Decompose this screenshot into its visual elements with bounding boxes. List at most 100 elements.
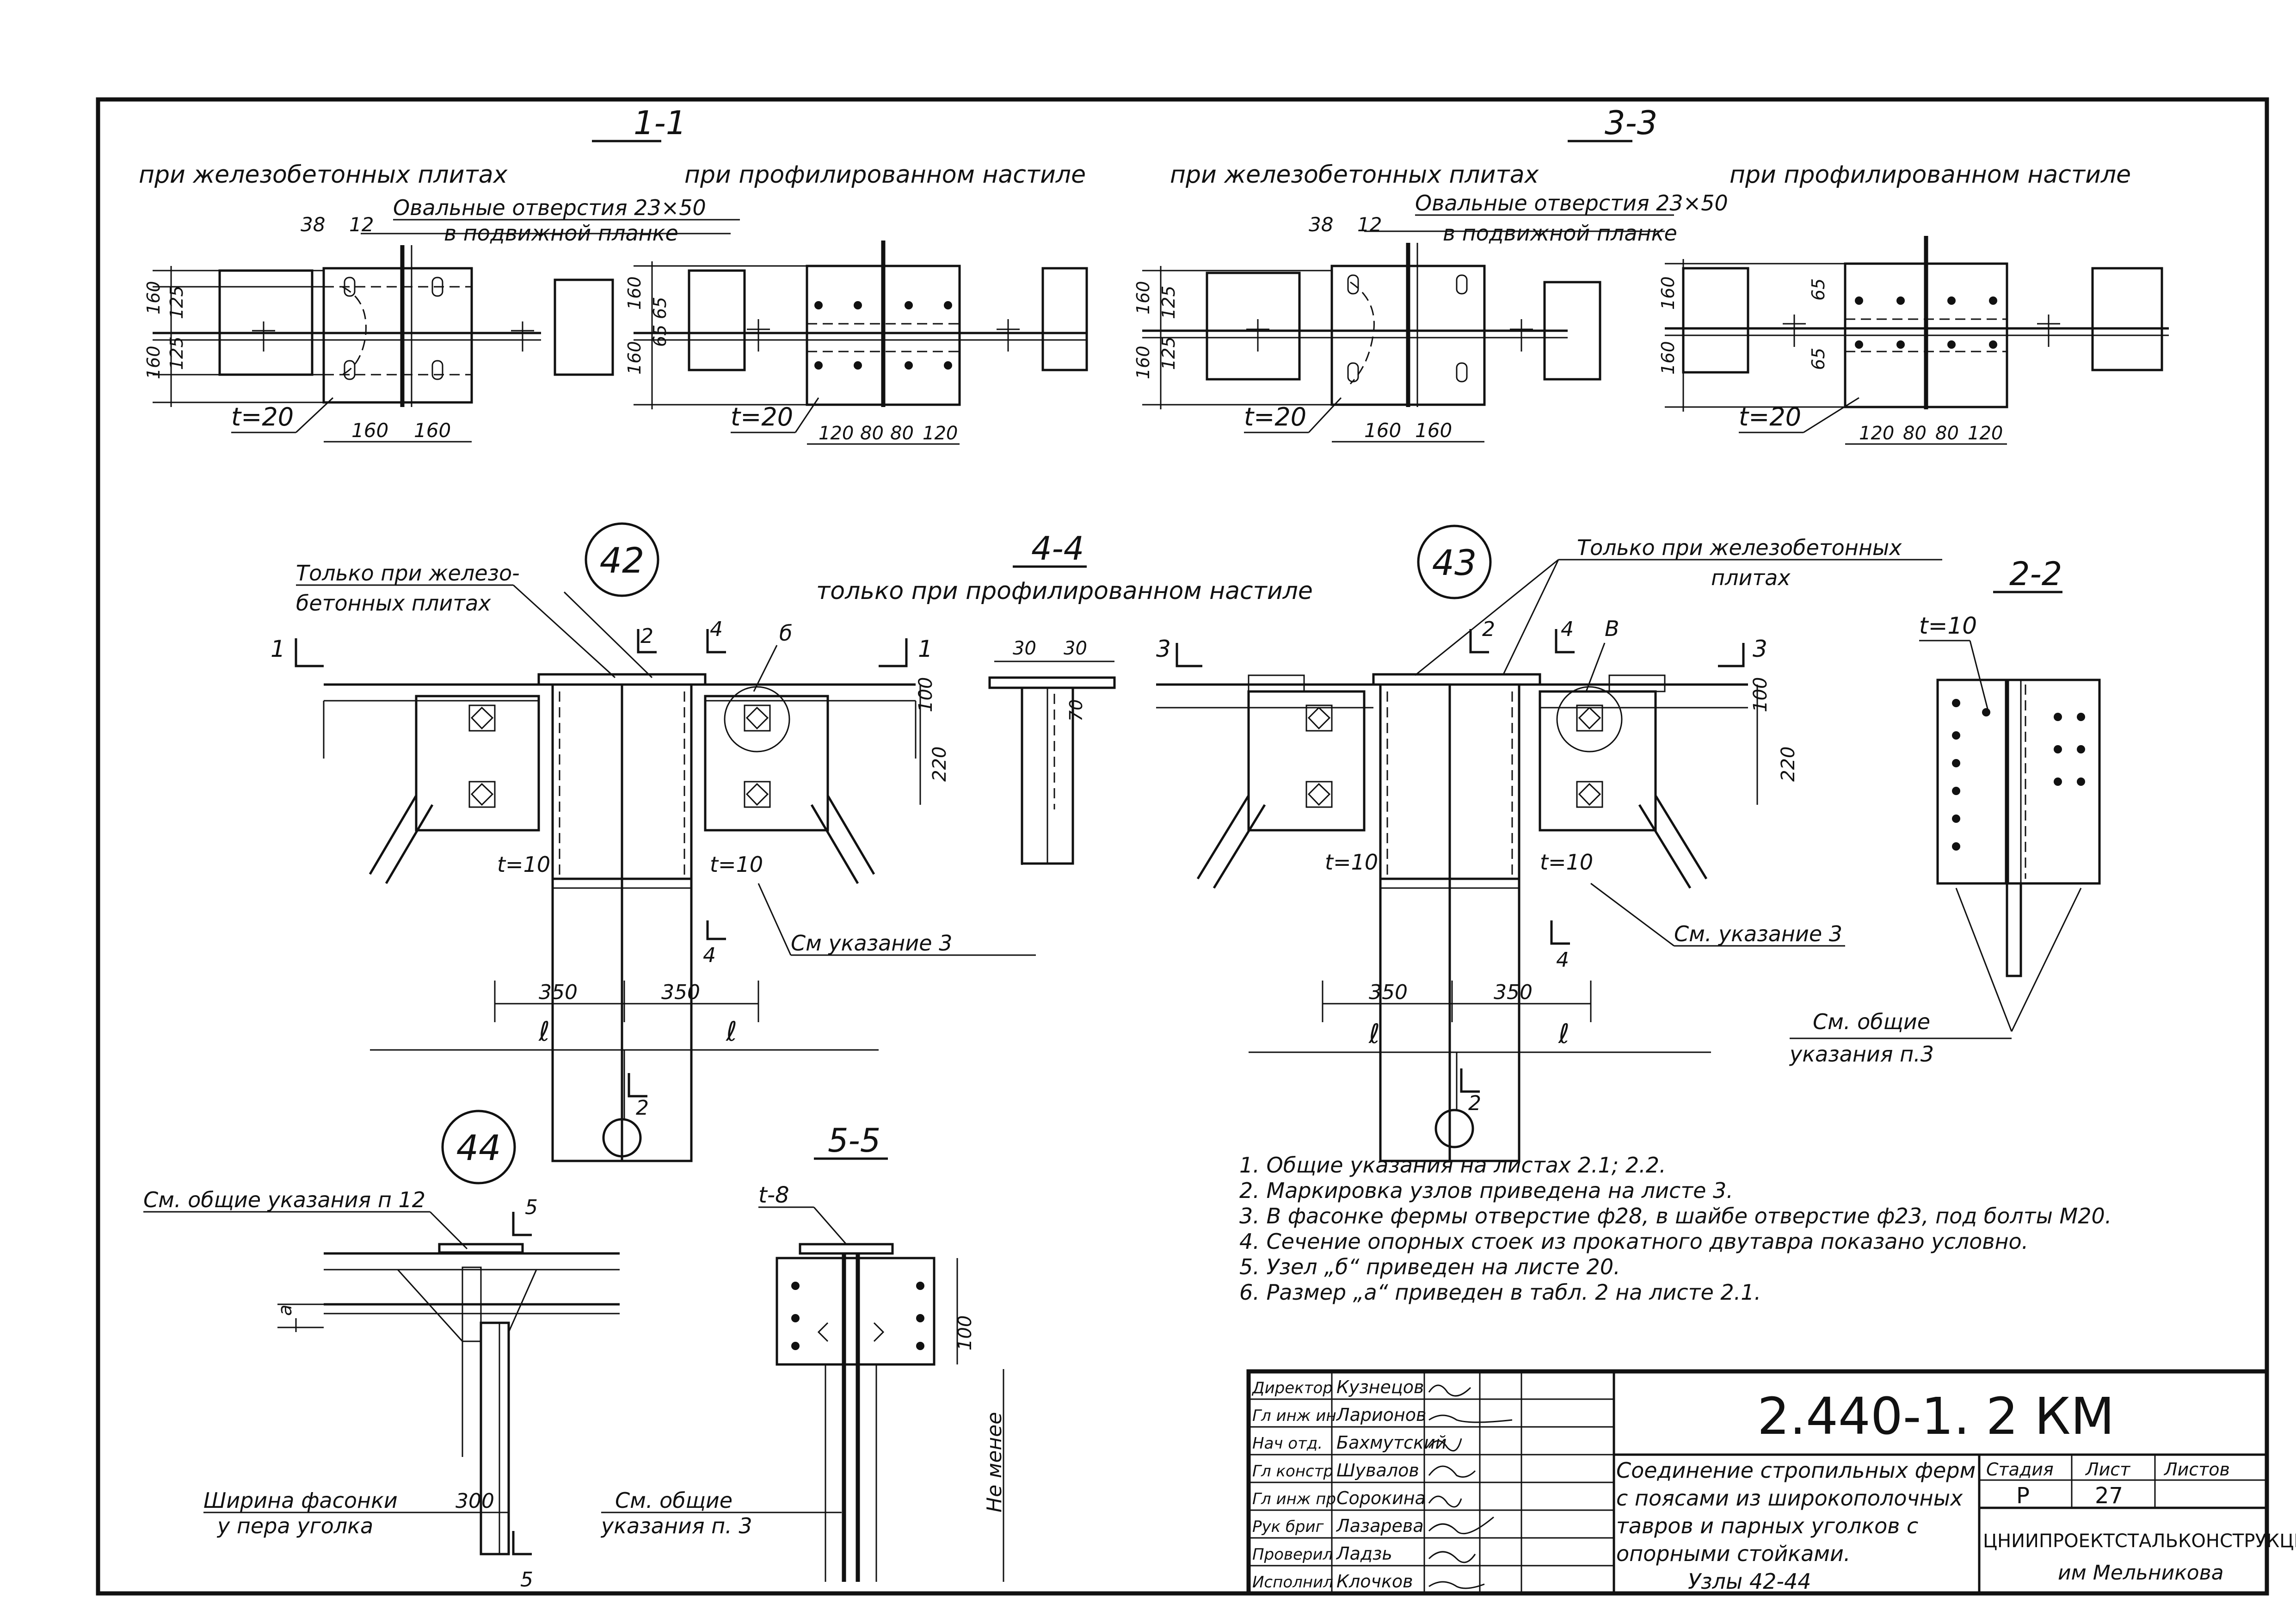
not-less-than: Не менее xyxy=(983,1412,1006,1512)
title-line-4: опорными стойками. xyxy=(1616,1541,1851,1566)
dim-220: 220 xyxy=(929,747,950,782)
node-number: 43 xyxy=(1432,542,1477,583)
dim-12: 12 xyxy=(1357,213,1382,236)
axis-2: 2 xyxy=(1468,1092,1481,1115)
title-line-1: Соединение стропильных ферм xyxy=(1616,1458,1976,1483)
role-2: Гл инж ин xyxy=(1252,1407,1336,1425)
dim-65-a: 65 xyxy=(1808,278,1828,301)
ref-note-line1: См. общие xyxy=(615,1488,733,1513)
dim-160-bottom: 160 xyxy=(1133,346,1153,379)
dim-100: 100 xyxy=(915,677,936,712)
organization-subtitle: им Мельникова xyxy=(2058,1561,2224,1585)
label-line1: Только при железо- xyxy=(296,561,520,586)
note-1: 1. Общие указания на листах 2.1; 2.2. xyxy=(1239,1153,1666,1178)
label-profiled-deck: при профилированном настиле xyxy=(684,161,1086,189)
dim-350-left: 350 xyxy=(1369,981,1408,1004)
title-line-5: Узлы 42-44 xyxy=(1688,1569,1811,1594)
ref-note-line1: См. общие xyxy=(1813,1009,1930,1034)
title-block: Директор Кузнецов Гл инж ин Ларионов Нач… xyxy=(1246,1369,2296,1596)
gusset-t-left: t=10 xyxy=(497,852,550,877)
node-44: 44 См. общие указания п 12 5 а Ширина фа… xyxy=(143,1110,620,1592)
stage-value: Р xyxy=(2016,1483,2030,1509)
span-l-right: ℓ xyxy=(1558,1018,1570,1049)
name-6: Лазарева xyxy=(1336,1516,1424,1536)
ref-note-line2: указания п. 3 xyxy=(600,1513,752,1538)
sheet-value: 27 xyxy=(2095,1483,2123,1509)
node-v-mark: В xyxy=(1605,616,1619,641)
cut-4-bottom: 4 xyxy=(703,944,716,967)
name-7: Ладзь xyxy=(1336,1543,1392,1564)
cut-3-right: 3 xyxy=(1753,636,1767,662)
cut-4: 4 xyxy=(1561,617,1574,641)
dim-350-right: 350 xyxy=(1494,981,1533,1004)
sheets-label: Листов xyxy=(2163,1459,2230,1480)
dim-125-top: 125 xyxy=(1158,285,1179,319)
gusset-t-right: t=10 xyxy=(1540,850,1593,875)
label-line2: бетонных плитах xyxy=(296,591,491,616)
plate-thickness-p: t=20 xyxy=(731,402,793,432)
axis-2: 2 xyxy=(636,1096,649,1120)
note-6: 6. Размер „а“ приведен в табл. 2 на лист… xyxy=(1239,1280,1761,1305)
role-7: Проверил xyxy=(1252,1545,1333,1564)
dim-a: а xyxy=(275,1304,296,1316)
dim-38: 38 xyxy=(1309,213,1333,236)
dim-160-p-bottom: 160 xyxy=(624,341,645,375)
span-l-left: ℓ xyxy=(538,1016,550,1047)
plate-thickness: t-8 xyxy=(758,1182,789,1208)
dim-125-top: 125 xyxy=(166,285,187,319)
gusset-t-right: t=10 xyxy=(710,852,763,877)
cut-2: 2 xyxy=(1482,617,1495,641)
sheet-frame xyxy=(96,97,2269,1596)
dim-120-a: 120 xyxy=(819,423,854,444)
name-3: Бахмутский xyxy=(1336,1432,1447,1453)
dim-300: 300 xyxy=(456,1489,494,1513)
role-6: Рук бриг xyxy=(1252,1518,1324,1536)
role-8: Исполнил xyxy=(1252,1573,1333,1592)
dim-80-a: 80 xyxy=(1903,423,1927,444)
node-42: 42 Только при железо- бетонных плитах 1 … xyxy=(271,522,1036,1162)
section-4-4: 4-4 только при профилированном настиле 3… xyxy=(816,530,1313,865)
dim-30-b: 30 xyxy=(1064,638,1087,659)
note-oval-holes: Овальные отверстия 23×50 xyxy=(393,195,706,220)
cut-1: 1 xyxy=(271,636,285,662)
dim-65-b: 65 xyxy=(1808,348,1828,370)
name-5: Сорокина xyxy=(1336,1488,1426,1508)
dim-80-b: 80 xyxy=(1935,423,1959,444)
dim-160-left: 160 xyxy=(1364,419,1401,442)
section-1-1: 1-1 при железобетонных плитах при профил… xyxy=(139,104,1088,445)
section-title: 5-5 xyxy=(828,1122,880,1160)
node-b-mark: б xyxy=(779,621,792,646)
signatures xyxy=(1428,1384,1513,1589)
plate-thickness: t=10 xyxy=(1919,612,1977,639)
sheet-label: Лист xyxy=(2085,1459,2131,1480)
cut-3: 3 xyxy=(1156,636,1171,662)
ref-note: См. общие указания п 12 xyxy=(143,1187,425,1212)
dim-125-bottom: 125 xyxy=(1158,336,1179,370)
dim-160-top: 160 xyxy=(1133,281,1153,315)
cut-5: 5 xyxy=(525,1196,538,1219)
dim-120-b: 120 xyxy=(923,423,958,444)
note-5: 5. Узел „б“ приведен на листе 20. xyxy=(1239,1254,1620,1279)
width-label-1: Ширина фасонки xyxy=(203,1488,398,1513)
section-subtitle: только при профилированном настиле xyxy=(816,577,1313,605)
role-5: Гл инж пр xyxy=(1252,1490,1336,1508)
dim-80-a: 80 xyxy=(860,423,884,444)
label-profiled-deck: при профилированном настиле xyxy=(1730,161,2131,189)
section-2-2: 2-2 t=10 См. общие указания п.3 xyxy=(1789,555,2101,1067)
cut-4-bottom: 4 xyxy=(1556,948,1569,972)
node-43: 43 Только при железобетонных плитах 3 3 … xyxy=(1156,525,1942,1162)
dim-70: 70 xyxy=(1066,699,1086,722)
cut-2: 2 xyxy=(640,624,653,648)
section-title: 1-1 xyxy=(634,104,686,142)
ref-note: См. указание 3 xyxy=(1674,921,1842,946)
plate-thickness-p: t=20 xyxy=(1739,402,1801,432)
name-8: Клочков xyxy=(1336,1571,1413,1592)
dim-160-bottom: 160 xyxy=(143,346,164,379)
note-2: 2. Маркировка узлов приведена на листе 3… xyxy=(1239,1178,1733,1203)
dim-160-right: 160 xyxy=(414,419,451,442)
cut-5-bottom: 5 xyxy=(520,1568,533,1592)
title-line-3: тавров и парных уголков с xyxy=(1616,1513,1918,1538)
dim-160-p-top: 160 xyxy=(624,276,645,310)
dim-125-bottom: 125 xyxy=(166,336,187,370)
